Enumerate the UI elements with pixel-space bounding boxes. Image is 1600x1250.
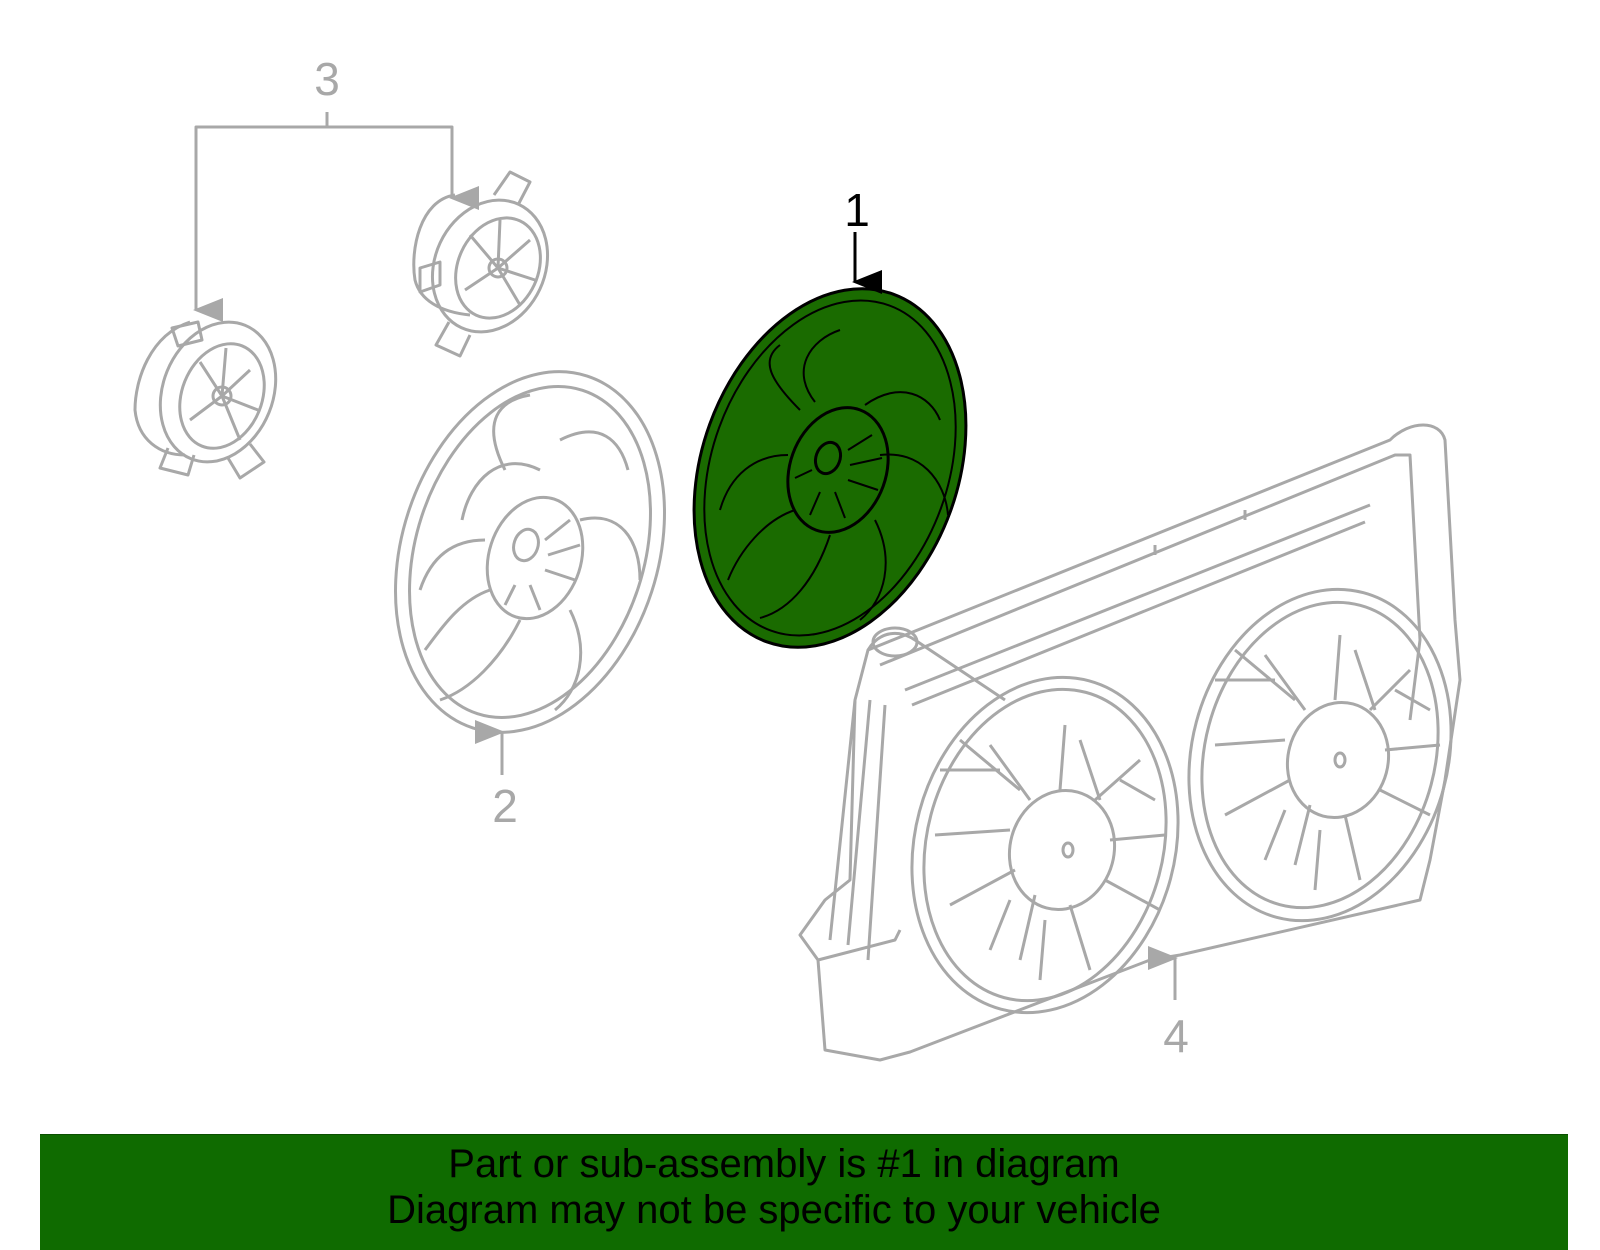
fan-assembly-right-fan	[1187, 587, 1453, 923]
callout-1: 1	[844, 184, 870, 236]
callout-3: 3	[314, 53, 340, 105]
fan-motor-group: 3	[133, 53, 550, 480]
banner-line-1: Part or sub-assembly is #1 in diagram	[448, 1142, 1120, 1186]
callout-4: 4	[1163, 1010, 1189, 1062]
fan-assembly-shroud: 4	[798, 423, 1462, 1062]
info-banner: Part or sub-assembly is #1 in diagram Di…	[40, 1134, 1568, 1250]
callout-2: 2	[492, 780, 518, 832]
callout-3-bracket	[194, 112, 454, 310]
fan-motor-lower	[133, 320, 278, 480]
fan-assembly-left-fan	[910, 675, 1180, 1015]
fan-shroud-ring: 2	[394, 370, 666, 832]
fan-blade-highlighted: 1	[692, 184, 968, 649]
banner-line-2: Diagram may not be specific to your vehi…	[387, 1188, 1161, 1232]
fan-motor-upper	[412, 170, 550, 358]
